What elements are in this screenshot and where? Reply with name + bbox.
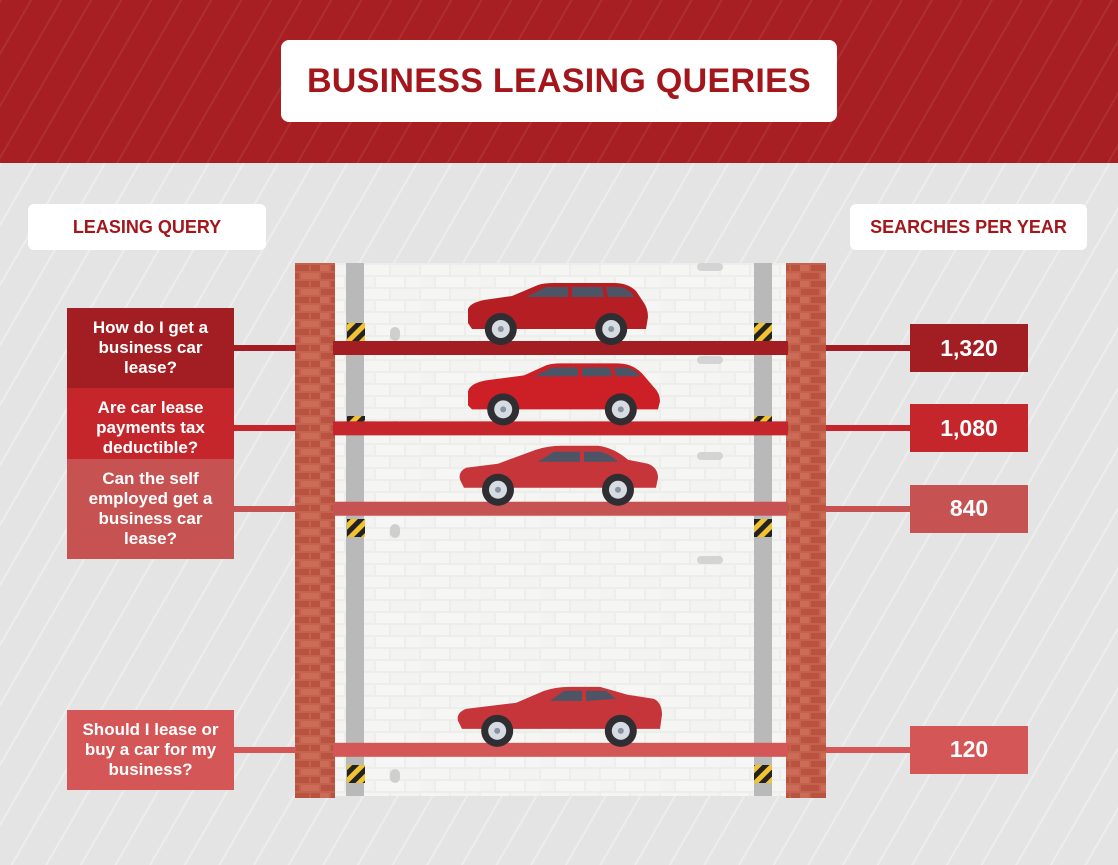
car-4 <box>457 686 662 747</box>
car-3 <box>459 445 658 506</box>
cars <box>457 283 662 747</box>
connector-left <box>234 746 296 753</box>
searches-per-year-label: SEARCHES PER YEAR <box>850 204 1087 250</box>
value-label: 1,320 <box>910 324 1028 372</box>
connector-left <box>234 345 296 351</box>
header-banner: BUSINESS LEASING QUERIES <box>0 0 1118 163</box>
connector-right <box>826 345 910 351</box>
level-bar-3 <box>333 501 788 516</box>
connector-left <box>234 425 296 432</box>
value-label: 840 <box>910 484 1028 533</box>
title-box: BUSINESS LEASING QUERIES <box>281 40 837 122</box>
connector-right <box>826 746 910 753</box>
query-label: Should I lease or buy a car for my busin… <box>67 709 234 790</box>
page-title: BUSINESS LEASING QUERIES <box>306 61 812 100</box>
query-label: Are car lease payments tax deductible? <box>67 388 234 469</box>
value-label: 1,080 <box>910 404 1028 453</box>
level-bar-2 <box>333 421 788 436</box>
car-2 <box>468 363 660 426</box>
level-bar-4 <box>333 742 788 757</box>
connector-left <box>234 505 296 512</box>
connector-right <box>826 505 910 512</box>
brick-columns <box>295 263 826 798</box>
level-bar-1 <box>333 341 788 355</box>
leasing-query-label: LEASING QUERY <box>28 204 266 250</box>
connector-right <box>826 425 910 432</box>
level-platforms <box>333 341 788 757</box>
query-label: How do I get a business car lease? <box>67 308 234 388</box>
car-1 <box>468 283 648 345</box>
value-label: 120 <box>910 725 1028 774</box>
wall-lights <box>390 263 723 783</box>
query-label: Can the self employed get a business car… <box>67 458 234 559</box>
